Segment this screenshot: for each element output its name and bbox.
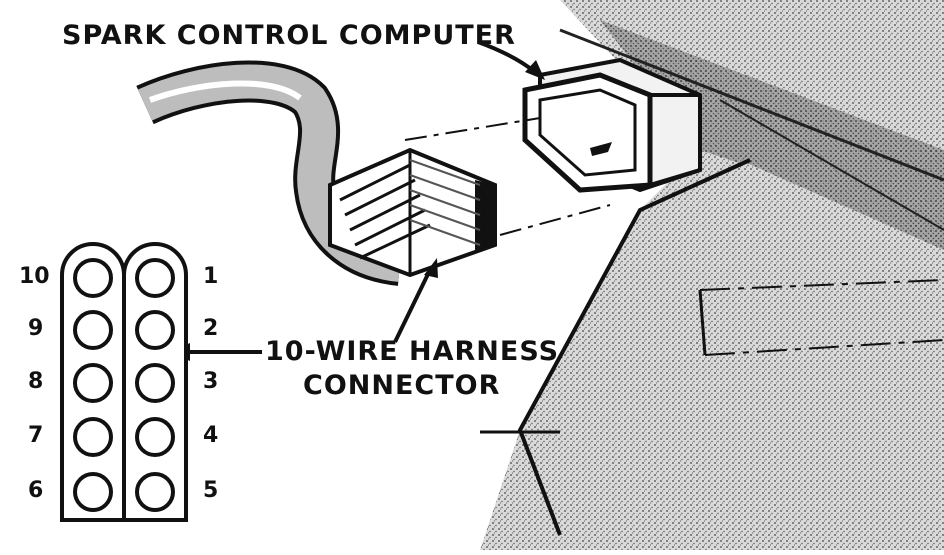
pinout-diagram <box>60 242 188 522</box>
pin-5-circle <box>135 472 175 512</box>
harness-label-line2: CONNECTOR <box>303 370 501 401</box>
pin-7-circle <box>73 417 113 457</box>
pin-1-label: 1 <box>203 264 219 289</box>
pin-1-circle <box>135 258 175 298</box>
pin-2-circle <box>135 310 175 350</box>
vehicle-body <box>480 0 944 550</box>
pin-2-label: 2 <box>203 316 219 341</box>
pin-4-label: 4 <box>203 423 219 448</box>
spark-control-computer-label: SPARK CONTROL COMPUTER <box>62 20 516 51</box>
pin-3-label: 3 <box>203 369 219 394</box>
pin-9-circle <box>73 310 113 350</box>
pin-8-label: 8 <box>28 369 44 394</box>
pin-7-label: 7 <box>28 423 44 448</box>
harness-connector-plug <box>328 147 497 278</box>
pin-10-circle <box>73 258 113 298</box>
pin-4-circle <box>135 417 175 457</box>
pin-6-label: 6 <box>28 478 44 503</box>
harness-label-line1: 10-WIRE HARNESS <box>265 336 560 367</box>
pin-6-circle <box>73 472 113 512</box>
spark-control-computer <box>522 57 702 193</box>
alignment-lines <box>404 117 611 236</box>
pin-3-circle <box>135 363 175 403</box>
pin-9-label: 9 <box>28 316 44 341</box>
pin-10-label: 10 <box>19 264 50 289</box>
pin-8-circle <box>73 363 113 403</box>
pin-circles <box>73 258 175 512</box>
pin-5-label: 5 <box>203 478 219 503</box>
